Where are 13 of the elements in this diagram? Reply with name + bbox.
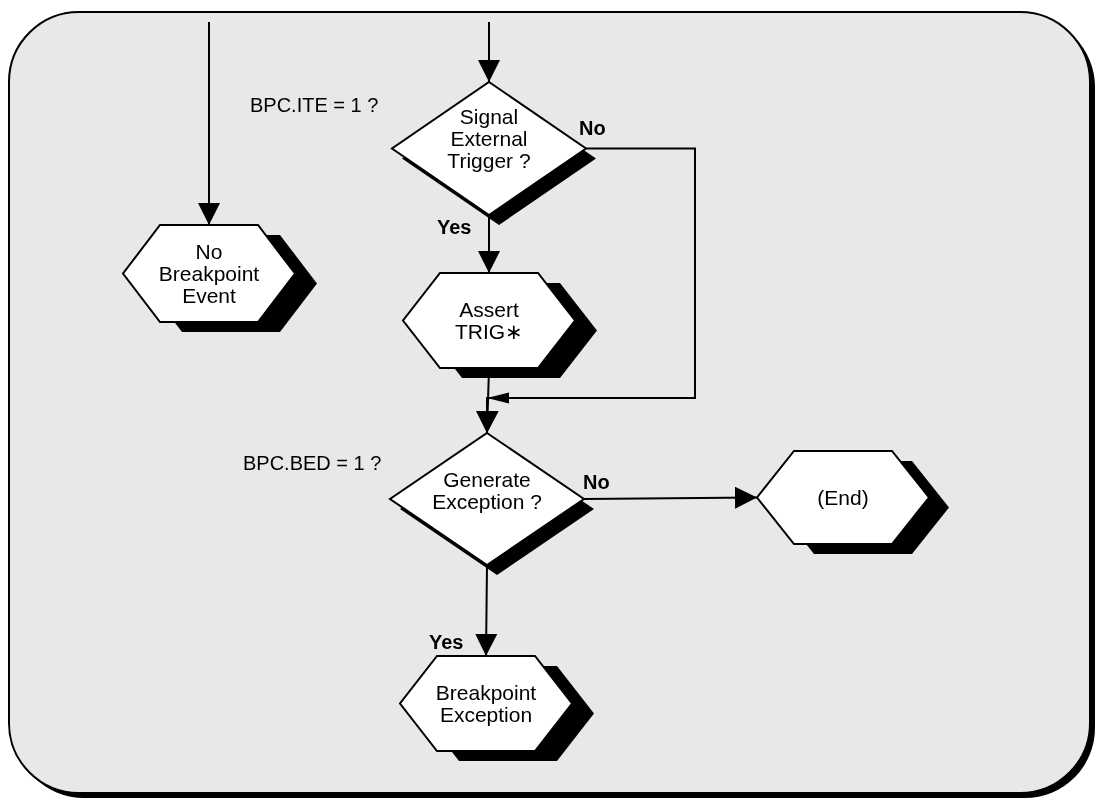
- arrow: [198, 21, 220, 226]
- node-label: Breakpoint Exception: [434, 681, 538, 726]
- node-label: Generate Exception ?: [431, 469, 543, 513]
- hexagon-box: [757, 451, 949, 554]
- arrow: [583, 486, 758, 509]
- hexagon-box: [403, 273, 597, 378]
- node-label: No Breakpoint Event: [157, 240, 261, 307]
- node-label: Signal External Trigger ?: [446, 106, 532, 172]
- arrow: [478, 21, 500, 83]
- hexagon-box: [123, 225, 317, 332]
- node-label: (End): [816, 486, 870, 509]
- hexagon-box: [400, 656, 594, 761]
- node-label: Assert TRIG∗: [453, 298, 525, 343]
